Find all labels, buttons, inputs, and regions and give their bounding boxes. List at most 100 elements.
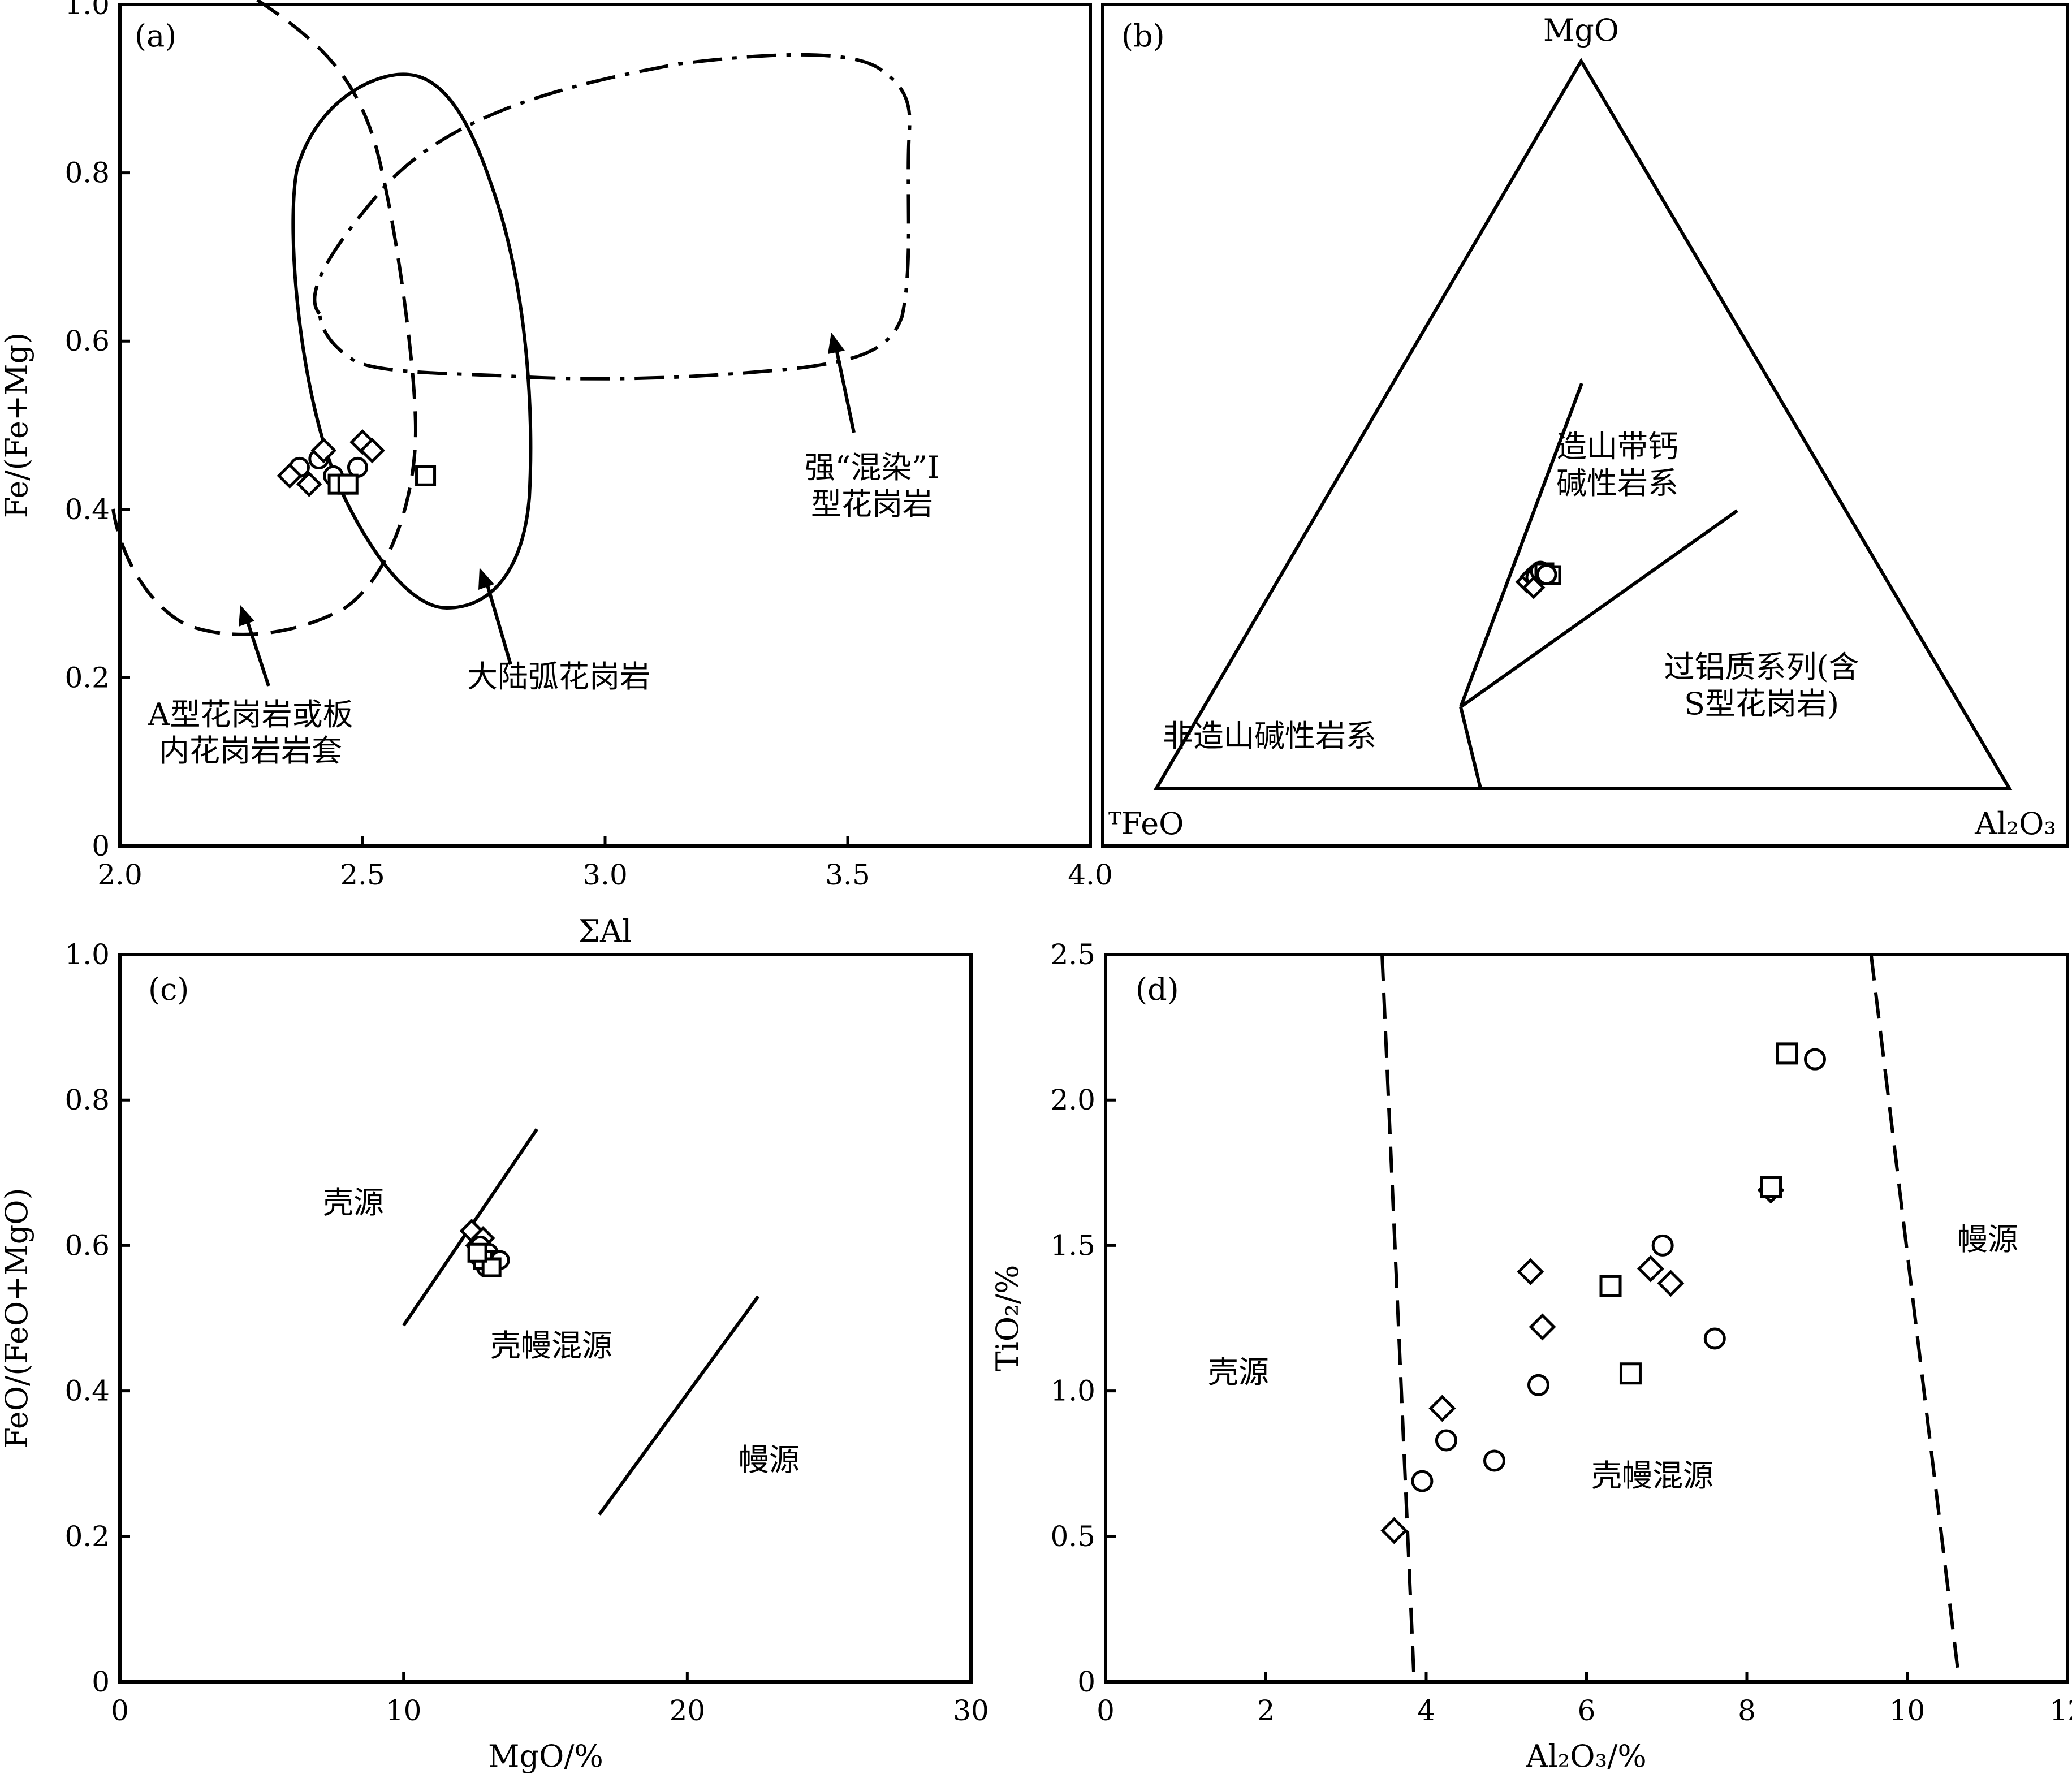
panel-b-label: (b)	[1121, 18, 1165, 54]
a-point-diamond	[277, 463, 303, 489]
a-region-contaminated-i-label: 强“混染”I 型花岗岩	[805, 450, 940, 522]
a-arrow-contaminated-i	[828, 333, 856, 433]
a-x-axis-label: ΣAl	[579, 913, 632, 949]
d-region-crust-label: 壳源	[1208, 1354, 1269, 1390]
d-point-square	[1619, 1362, 1642, 1385]
d-y-tick-label: 1.0	[1050, 1375, 1095, 1408]
b-region-orogenic-label: 造山带钙 碱性岩系	[1556, 429, 1678, 501]
d-point-diamond	[1529, 1313, 1556, 1341]
d-x-tick-label: 10	[1889, 1694, 1926, 1727]
d-x-tick-label: 8	[1738, 1694, 1756, 1727]
d-y-tick-label: 2.0	[1050, 1084, 1095, 1116]
b-apex-mgo: MgO	[1543, 12, 1619, 48]
panel-a: (a) A型花岗岩或板 内花岗岩岩套 大陆弧花岗岩 强“混染”I 型花岗岩	[0, 0, 1113, 949]
a-y-tick-label: 0.2	[64, 661, 110, 694]
c-y-axis-label: FeO/(FeO+MgO)	[0, 1188, 34, 1448]
d-x-axis-label: Al₂O₃/%	[1525, 1738, 1646, 1774]
c-y-tick-label: 0.8	[64, 1084, 110, 1116]
panel-b-frame	[1101, 3, 2069, 848]
a-point-diamond	[296, 471, 322, 497]
c-y-tick-label: 0.2	[64, 1520, 110, 1553]
svg-text:S型花岗岩): S型花岗岩)	[1684, 686, 1839, 722]
d-point-circle	[1435, 1429, 1457, 1452]
b-sample-diamond	[1522, 576, 1546, 599]
d-x-tick-label: 12	[2049, 1694, 2072, 1727]
d-x-tick-label: 4	[1417, 1694, 1435, 1727]
d-x-tick-label: 6	[1578, 1694, 1596, 1727]
c-x-tick-label: 30	[953, 1694, 989, 1727]
a-x-tick-label: 2.0	[97, 858, 143, 891]
panel-b: (b) MgO ᵀFeO Al₂O₃ 造山带钙 碱性岩系 过铝质系列(含 S型花…	[1101, 3, 2069, 848]
svg-text:造山带钙: 造山带钙	[1556, 429, 1678, 464]
c-region-mantle-label: 幔源	[739, 1442, 800, 1478]
d-y-tick-label: 1.5	[1050, 1229, 1095, 1262]
d-region-mixed-label: 壳幔混源	[1591, 1458, 1713, 1494]
c-x-axis-label: MgO/%	[488, 1738, 603, 1774]
b-apex-tfeo: ᵀFeO	[1108, 806, 1184, 841]
d-boundary-line	[1380, 954, 1416, 1682]
a-x-tick-label: 3.5	[825, 858, 870, 891]
d-y-tick-label: 0	[1077, 1665, 1095, 1698]
d-point-square	[1776, 1042, 1798, 1065]
d-point-diamond	[1637, 1255, 1664, 1283]
a-x-tick-label: 2.5	[340, 858, 385, 891]
d-x-tick-label: 2	[1257, 1694, 1275, 1727]
b-boundary-peraluminous	[1460, 509, 1738, 709]
b-boundary-orogenic-left	[1459, 382, 1583, 708]
panel-d-frame	[1104, 953, 2069, 1684]
d-y-axis-label: TiO₂/%	[990, 1265, 1025, 1372]
c-y-tick-label: 0.6	[64, 1229, 110, 1262]
b-boundary-anorogenic	[1459, 706, 1482, 789]
d-point-circle	[1703, 1327, 1726, 1350]
d-point-diamond	[1428, 1395, 1456, 1422]
a-y-tick-label: 1.0	[64, 0, 110, 21]
svg-text:型花岗岩: 型花岗岩	[811, 486, 933, 522]
a-region-continental-arc-label: 大陆弧花岗岩	[467, 659, 650, 694]
panel-a-label: (a)	[135, 18, 176, 54]
d-point-circle	[1651, 1234, 1674, 1257]
a-x-tick-label: 3.0	[582, 858, 628, 891]
d-point-square	[1760, 1176, 1782, 1199]
d-point-square	[1599, 1275, 1622, 1297]
c-point-square	[467, 1242, 487, 1263]
a-field-continental-arc	[291, 72, 533, 610]
d-y-tick-label: 0.5	[1050, 1520, 1095, 1553]
panel-d: (d) 02468101200.51.01.52.02.5 壳源 壳幔混源 幔源…	[990, 938, 2072, 1774]
svg-text:A型花岗岩或板: A型花岗岩或板	[148, 697, 353, 732]
a-y-tick-label: 0.6	[64, 325, 110, 357]
d-y-tick-label: 2.5	[1050, 938, 1095, 971]
c-x-tick-label: 20	[670, 1694, 706, 1727]
svg-text:碱性岩系: 碱性岩系	[1556, 465, 1678, 501]
c-point-square	[481, 1257, 502, 1277]
a-point-circle	[347, 456, 368, 478]
a-x-tick-label: 4.0	[1068, 858, 1113, 891]
d-region-mantle-label: 幔源	[1957, 1221, 2018, 1257]
a-field-a-type	[111, 0, 418, 636]
d-point-diamond	[1657, 1270, 1685, 1297]
c-y-tick-label: 1.0	[64, 938, 110, 971]
a-region-a-type-label: A型花岗岩或板 内花岗岩岩套	[148, 697, 353, 769]
a-field-contaminated-i	[313, 53, 912, 381]
d-point-diamond	[1380, 1517, 1408, 1544]
d-point-circle	[1527, 1374, 1549, 1396]
c-y-tick-label: 0	[92, 1665, 110, 1698]
a-point-square	[415, 465, 437, 486]
d-point-circle	[1483, 1449, 1505, 1472]
a-arrow-continental-arc	[478, 568, 512, 665]
b-region-anorogenic-label: 非造山碱性岩系	[1163, 718, 1376, 754]
b-sample-circle	[1536, 564, 1557, 585]
c-boundary-line	[598, 1295, 760, 1516]
d-point-circle	[1411, 1470, 1434, 1492]
a-y-axis-label: Fe/(Fe+Mg)	[0, 333, 34, 518]
c-region-crust-label: 壳源	[323, 1185, 384, 1220]
d-point-diamond	[1517, 1258, 1544, 1285]
c-region-mixed-label: 壳幔混源	[490, 1328, 612, 1363]
panel-d-label: (d)	[1136, 972, 1179, 1007]
b-apex-al2o3: Al₂O₃	[1974, 806, 2056, 841]
d-boundary-line	[1869, 954, 1961, 1682]
panel-c-label: (c)	[148, 972, 189, 1007]
d-point-circle	[1803, 1048, 1826, 1071]
panel-c-frame	[118, 953, 973, 1684]
